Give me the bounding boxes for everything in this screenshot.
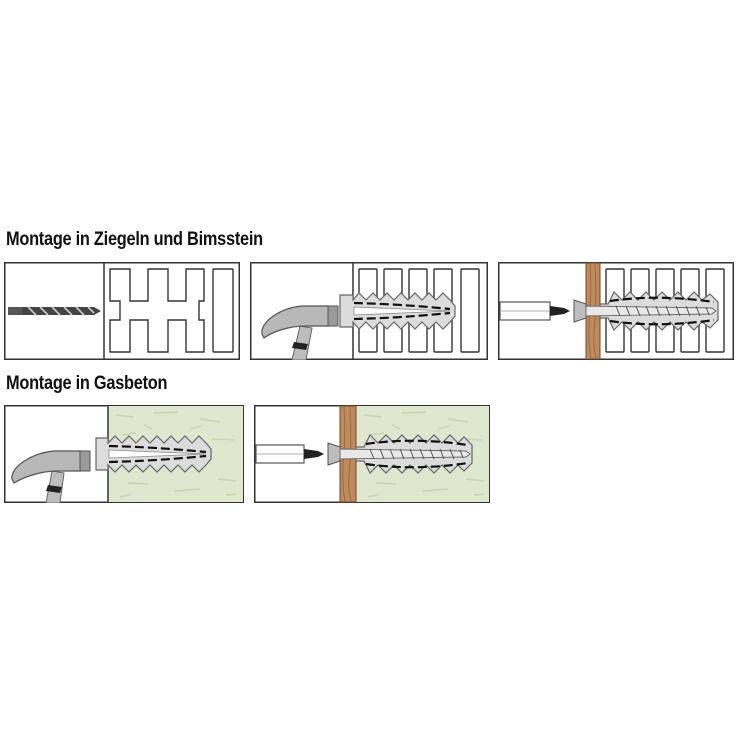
drill-bit-icon bbox=[8, 306, 101, 316]
section-title-brick: Montage in Ziegeln und Bimsstein bbox=[6, 229, 263, 250]
hammer-icon bbox=[11, 450, 91, 503]
step-screw-brick-panel bbox=[498, 262, 734, 360]
section-title-aerated-concrete: Montage in Gasbeton bbox=[6, 373, 168, 394]
screw-icon bbox=[327, 442, 471, 466]
hollow-brick bbox=[109, 268, 234, 353]
step-screw-aerated-panel bbox=[254, 405, 490, 503]
wall-plug-icon bbox=[339, 292, 456, 330]
hammer-icon bbox=[261, 305, 339, 360]
step-drill-brick-panel bbox=[4, 262, 240, 360]
step-hammer-brick-panel bbox=[250, 262, 488, 360]
step-hammer-aerated-panel bbox=[4, 405, 244, 503]
wall-plug-icon bbox=[95, 435, 212, 473]
screw-icon bbox=[573, 299, 717, 323]
screwdriver-icon bbox=[255, 444, 324, 464]
screwdriver-icon bbox=[499, 301, 570, 321]
